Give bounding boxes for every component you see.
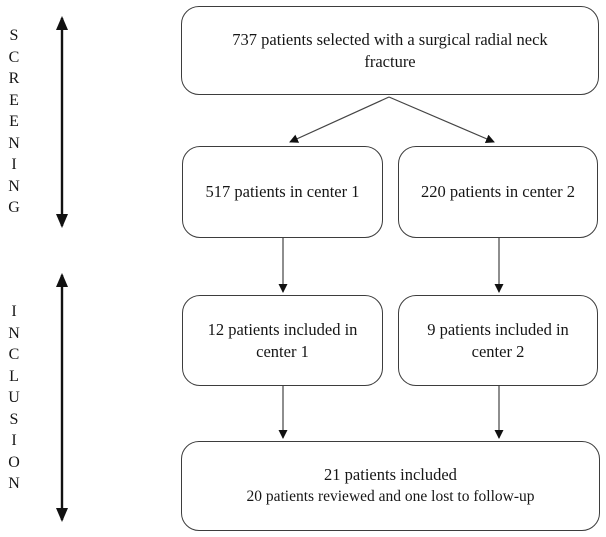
box-text-line: 12 patients included in — [207, 319, 358, 339]
box-text-line: center 2 — [471, 341, 525, 361]
box-text-line: 20 patients reviewed and one lost to fol… — [246, 488, 535, 505]
arrow-selected-to-center1 — [289, 96, 390, 143]
box-screened-center-2: 220 patients in center 2 — [398, 146, 598, 238]
box-included-center-2: 9 patients included in center 2 — [398, 295, 598, 386]
box-text-line: 737 patients selected with a surgical ra… — [232, 29, 548, 49]
box-screened-center-1: 517 patients in center 1 — [182, 146, 383, 238]
box-text-line: 220 patients in center 2 — [421, 182, 575, 201]
box-text-line: 21 patients included — [324, 465, 457, 484]
box-text-line: center 1 — [256, 341, 309, 361]
box-included-center-1: 12 patients included in center 1 — [182, 295, 383, 386]
box-final-included: 21 patients included 20 patients reviewe… — [181, 441, 600, 531]
box-selected-patients: 737 patients selected with a surgical ra… — [181, 6, 599, 95]
box-text-line: 517 patients in center 1 — [205, 182, 360, 201]
arrow-selected-to-center2 — [388, 96, 495, 143]
box-text-line: fracture — [364, 51, 416, 71]
box-text-line: 9 patients included in — [427, 319, 569, 339]
